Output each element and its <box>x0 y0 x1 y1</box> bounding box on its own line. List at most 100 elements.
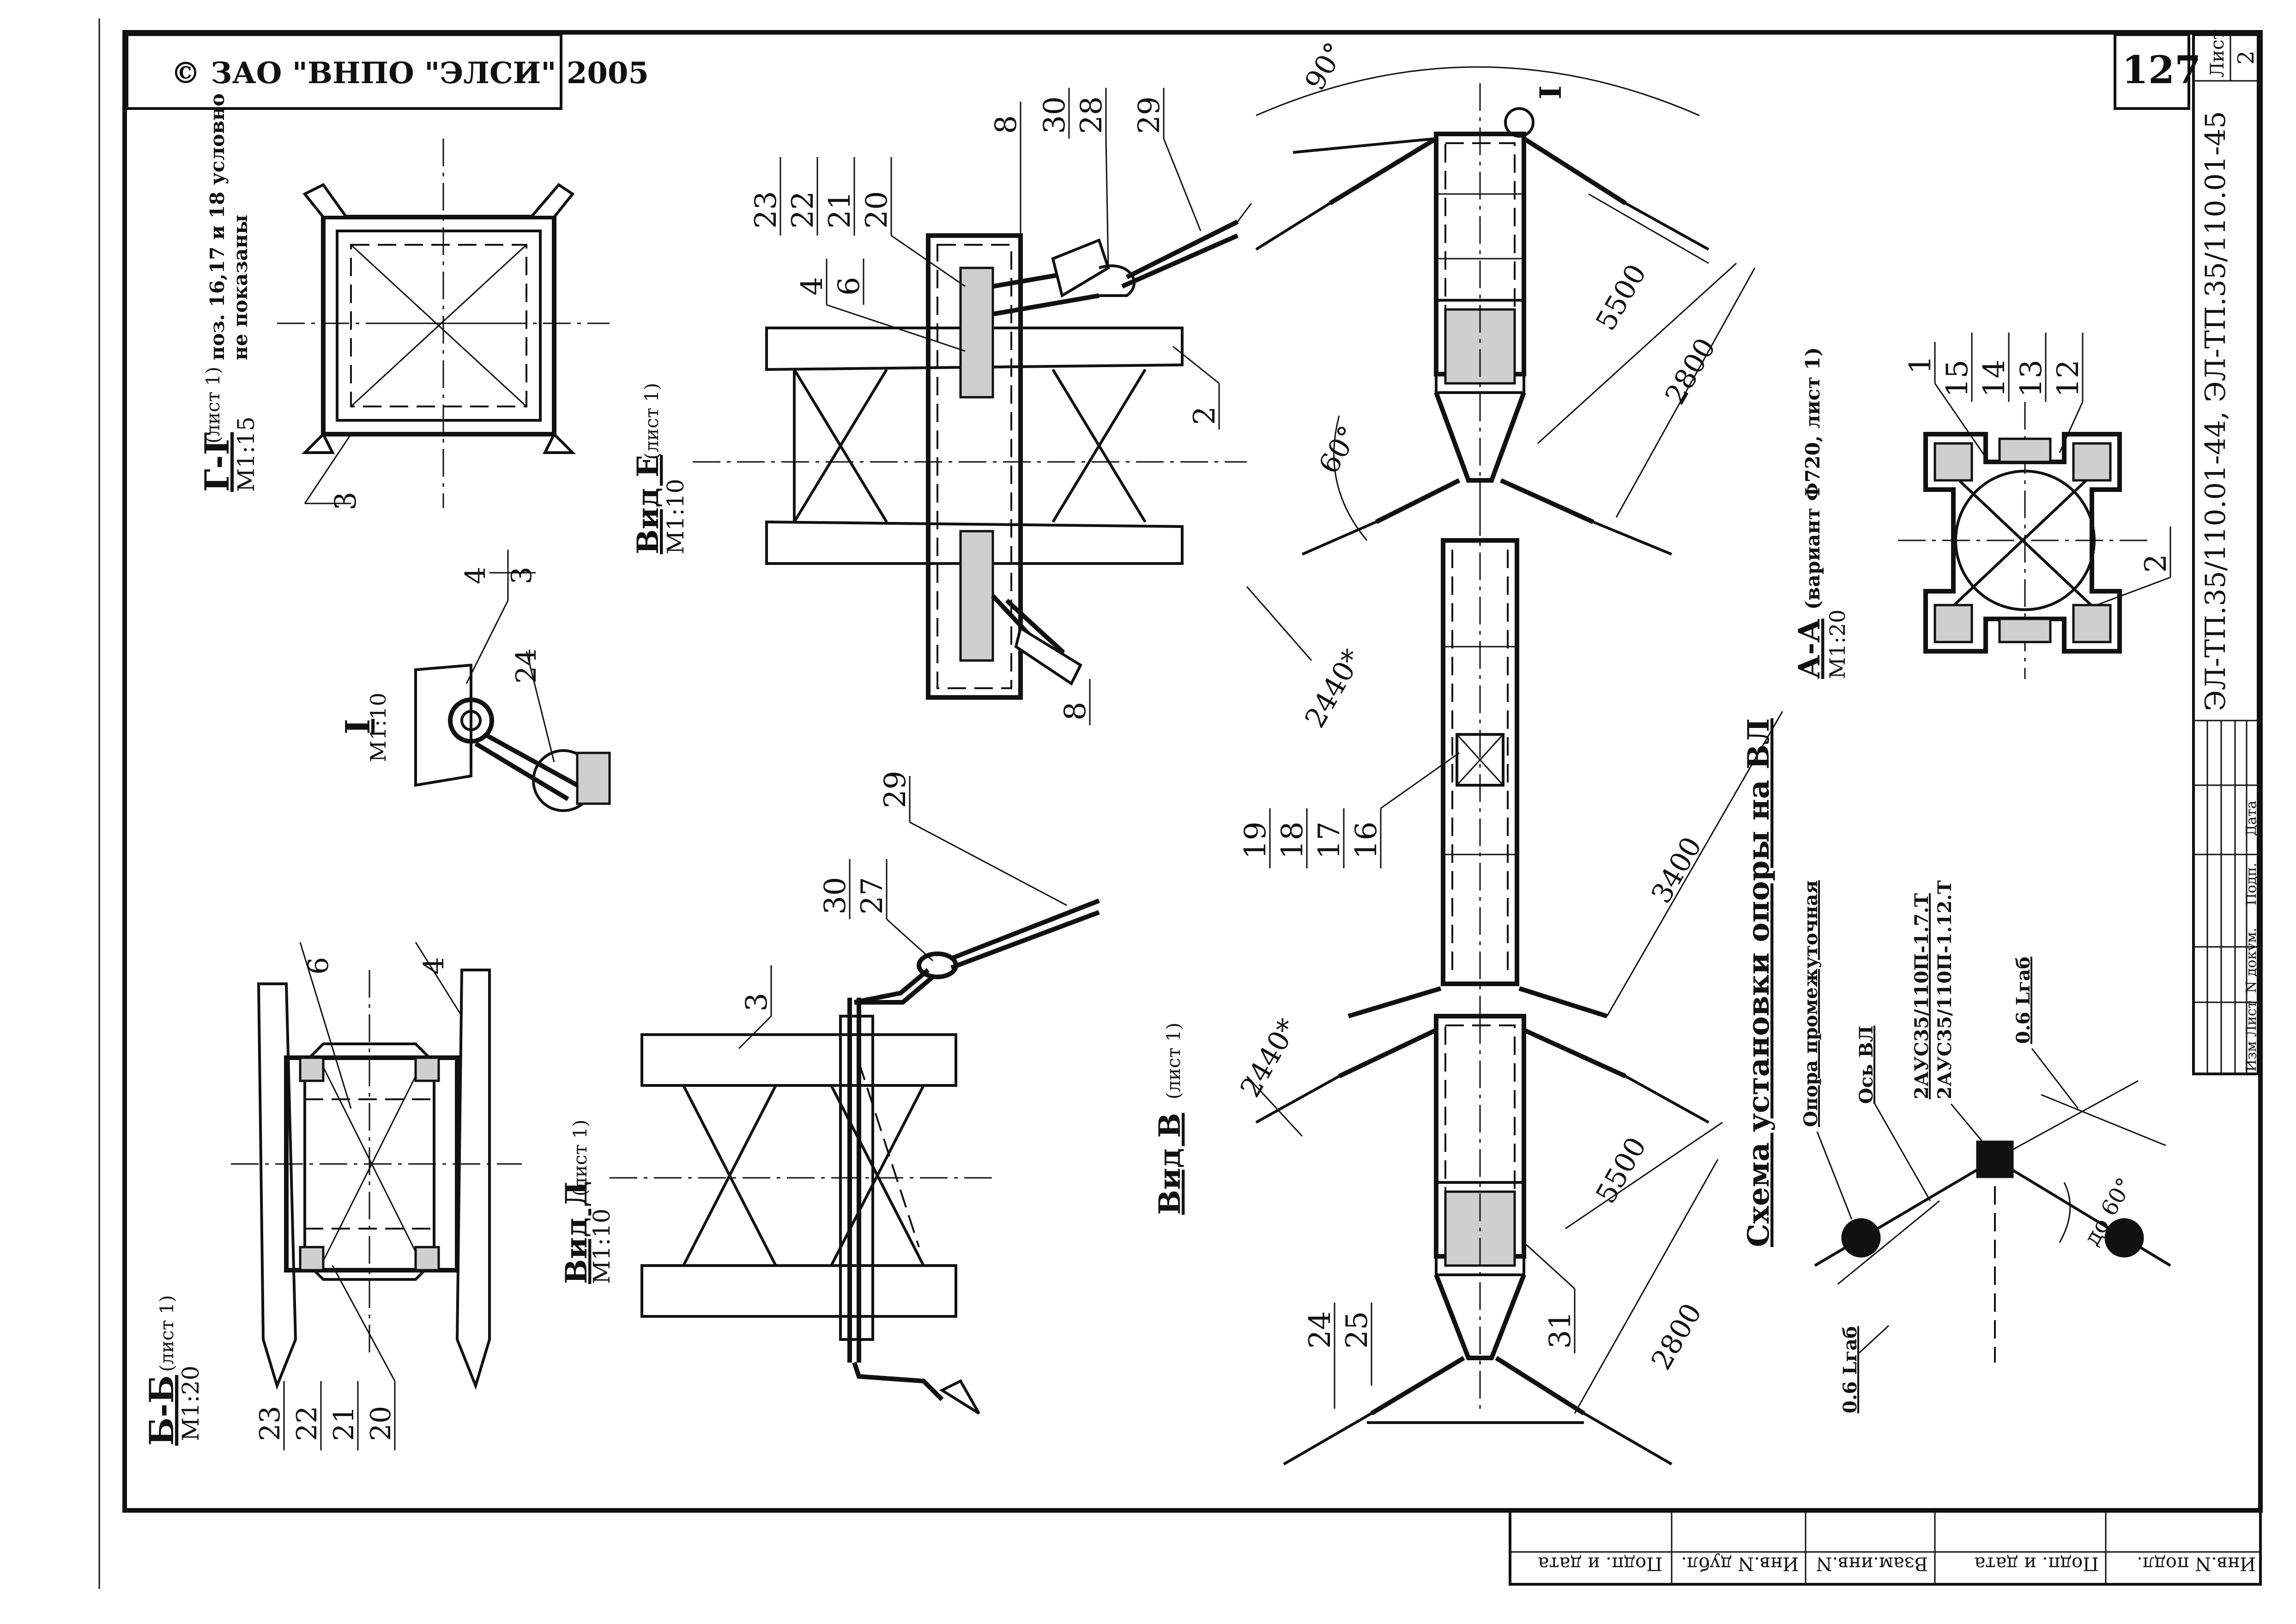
view-aa: 15 14 13 12 1 2 А-А (вариант Ф720, лист … <box>1792 333 2173 679</box>
ve-stack-21: 21 <box>823 191 857 229</box>
vv-pos-31: 31 <box>1543 1311 1577 1349</box>
aa-stack-13: 13 <box>2014 360 2048 397</box>
vd-pos-29: 29 <box>878 771 912 808</box>
ve-sheet: (лист 1) <box>641 383 663 460</box>
dim-3400: 3400 <box>1645 831 1708 909</box>
ve-pos-28: 28 <box>1075 97 1109 134</box>
dim-5500-bottom: 5500 <box>1589 1132 1653 1209</box>
bb-stack-21: 21 <box>328 1406 360 1441</box>
vv-sheet: (лист 1) <box>1163 1023 1184 1099</box>
title-list-value: 2 <box>2233 50 2259 65</box>
scheme-lgab-bottom: 0.6 Lгаб <box>1839 1326 1861 1413</box>
view-vd: 30 27 29 3 Вид Д (лист 1) М1:10 <box>559 771 1100 1415</box>
i-pos-4: 4 <box>459 567 492 584</box>
stamp-cell-2: Инв.N дубл. <box>1681 1553 1799 1574</box>
scheme: Схема установки опоры на ВЛ до 60° Опора… <box>1741 718 2171 1413</box>
sheet-number-box: 127 <box>2114 33 2201 110</box>
dim-2800-top: 2800 <box>1659 333 1722 410</box>
title-designation: ЭЛ-ТП.35/110.01-44, ЭЛ-ТП.35/110.01-45 <box>2199 111 2232 711</box>
aa-stack-15: 15 <box>1940 360 1975 397</box>
scheme-chain-2: 2АУС35/110П-1.12.Т <box>1934 880 1956 1099</box>
gg-pos-3: 3 <box>329 491 363 510</box>
scheme-lgab-top: 0.6 Lгаб <box>2012 957 2034 1044</box>
vv-stack-16: 16 <box>1349 822 1384 859</box>
ve-scale: М1:10 <box>662 479 689 554</box>
gg-scale: М1:15 <box>233 417 260 492</box>
title-col-doc: N докум. <box>2243 927 2260 993</box>
ve-pos-8-bottom: 8 <box>1058 702 1093 721</box>
bb-pos-4: 4 <box>418 957 450 975</box>
i-pos-24: 24 <box>510 648 543 684</box>
view-gg: 3 Г-Г (лист 1) М1:15 поз. 16,17 и 18 усл… <box>197 93 610 510</box>
title-block: Лист 2 ЭЛ-ТП.35/110.01-44, ЭЛ-ТП.35/110.… <box>2192 29 2260 1075</box>
ve-stack-22: 22 <box>786 191 820 229</box>
ve-pos-4: 4 <box>795 277 829 296</box>
ve-pos-30: 30 <box>1038 97 1072 134</box>
vv-pos-25: 25 <box>1340 1311 1374 1349</box>
neighbor-support-left <box>1841 1218 1881 1258</box>
aa-stack-12: 12 <box>2051 360 2085 397</box>
scheme-axis: Ось ВЛ <box>1855 1026 1877 1104</box>
i-scale: М1:10 <box>366 693 391 762</box>
title-col-izm: Изм <box>2243 1041 2260 1072</box>
vd-pos-27: 27 <box>855 877 889 915</box>
title-col-list: Лист <box>2243 1001 2260 1037</box>
aa-title: А-А <box>1792 618 1827 679</box>
stamp-cell-5: Инв.N подл. <box>2137 1553 2256 1574</box>
bb-stack-20: 20 <box>365 1406 397 1441</box>
bb-stack-22: 22 <box>291 1406 323 1441</box>
vv-stack-19: 19 <box>1239 822 1273 859</box>
ve-pos-29: 29 <box>1132 97 1166 134</box>
stamp-cell-3: Взам.инв.N <box>1816 1553 1928 1574</box>
view-vv: I <box>1153 37 1783 1466</box>
support-symbol <box>1976 1140 2014 1178</box>
sheet-number: 127 <box>2122 48 2201 92</box>
view-bb: 6 4 23 22 21 20 Б-Б (лист 1) М1:20 <box>142 942 522 1450</box>
ve-stack-23: 23 <box>749 191 783 229</box>
aa-stack-14: 14 <box>1977 360 2012 397</box>
scheme-title: Схема установки опоры на ВЛ <box>1741 718 1776 1247</box>
bb-sheet: (лист 1) <box>157 1295 178 1372</box>
gg-note-1: поз. 16,17 и 18 условно <box>206 93 229 360</box>
neighbor-support-right <box>2104 1218 2144 1258</box>
ve-pos-8-top: 8 <box>989 115 1023 134</box>
scheme-chain-1: 2АУС35/110П-1.7.Т <box>1911 893 1933 1099</box>
bb-stack-23: 23 <box>254 1406 286 1441</box>
scheme-support: Опора промежуточная <box>1800 880 1822 1127</box>
vv-stack-17: 17 <box>1312 822 1347 859</box>
ve-title: Вид Е <box>631 455 665 554</box>
callout-i: I <box>1534 85 1568 99</box>
title-col-podp: Подп. <box>2243 863 2260 905</box>
view-ve: 23 22 21 20 4 6 8 30 28 29 2 8 Вид Е (ли… <box>631 88 1252 725</box>
aa-pos-2: 2 <box>2139 554 2173 573</box>
bottom-stamp: Подп. и дата Инв.N дубл. Взам.инв.N Подп… <box>1509 1509 2262 1586</box>
dim-2800-bottom: 2800 <box>1645 1298 1708 1375</box>
drawing-frame <box>98 18 2263 1589</box>
title-list-label: Лист <box>2207 29 2228 78</box>
stamp-cell-1: Подп. и дата <box>1538 1553 1662 1574</box>
bb-scale: М1:20 <box>177 1366 204 1441</box>
copyright-text: © ЗАО "ВНПО "ЭЛСИ" 2005 <box>171 56 649 91</box>
vv-title: Вид В <box>1153 1113 1187 1215</box>
i-title: I <box>338 719 377 734</box>
stamp-cell-4: Подп. и дата <box>1974 1553 2099 1574</box>
copyright-box: © ЗАО "ВНПО "ЭЛСИ" 2005 <box>126 33 649 110</box>
ve-stack-20: 20 <box>860 191 894 229</box>
ve-pos-2: 2 <box>1188 406 1222 425</box>
dim-angle-top: 90° <box>1299 37 1351 96</box>
vd-scale: М1:10 <box>588 1209 615 1284</box>
vv-stack-18: 18 <box>1275 822 1310 859</box>
vd-pos-30: 30 <box>818 877 852 915</box>
vd-pos-3: 3 <box>740 993 774 1012</box>
bb-pos-6: 6 <box>302 957 335 975</box>
dim-angle-mid: 60° <box>1312 420 1365 479</box>
aa-pos-1: 1 <box>1903 355 1938 374</box>
i-pos-3: 3 <box>506 567 538 584</box>
vd-sheet: (лист 1) <box>570 1120 591 1196</box>
dim-2440-bottom: 2440* <box>1234 1013 1304 1103</box>
view-i: 4 3 24 I М1:10 <box>338 550 611 812</box>
dim-5500-top: 5500 <box>1589 259 1653 336</box>
aa-scale: М1:20 <box>1825 610 1850 679</box>
gg-title: Г-Г <box>197 432 236 492</box>
